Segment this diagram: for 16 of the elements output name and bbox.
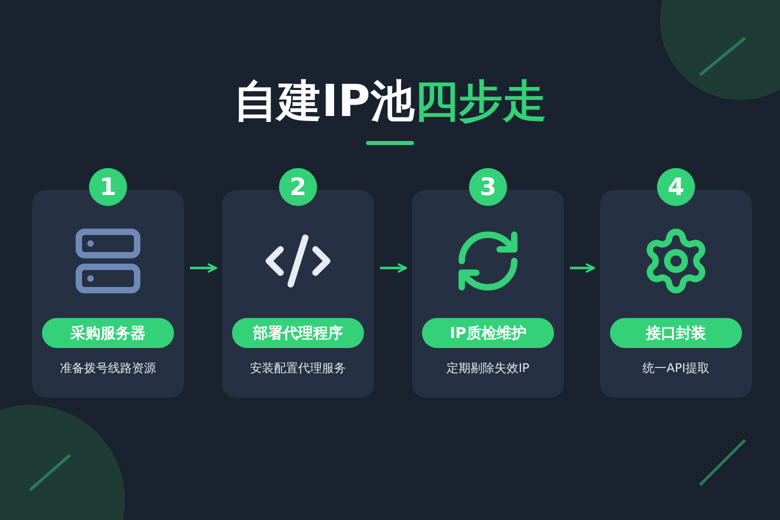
step-number: 1 [89,168,127,206]
step-title: IP质检维护 [422,318,554,348]
step-title: 采购服务器 [42,318,174,348]
step-number: 2 [279,168,317,206]
arrow [190,263,217,273]
arrow [380,263,407,273]
step-title: 部署代理程序 [232,318,364,348]
step-number: 4 [657,168,695,206]
step-description: 安装配置代理服务 [249,360,347,377]
step-description: 统一API提取 [642,360,710,377]
arrow [570,263,595,273]
step-number: 3 [469,168,507,206]
diagram-title: 自建IP池四步走 [234,75,546,129]
step-description: 准备拨号线路资源 [59,360,157,377]
step-title: 接口封装 [610,318,742,348]
step-description: 定期剔除失效IP [446,360,530,377]
